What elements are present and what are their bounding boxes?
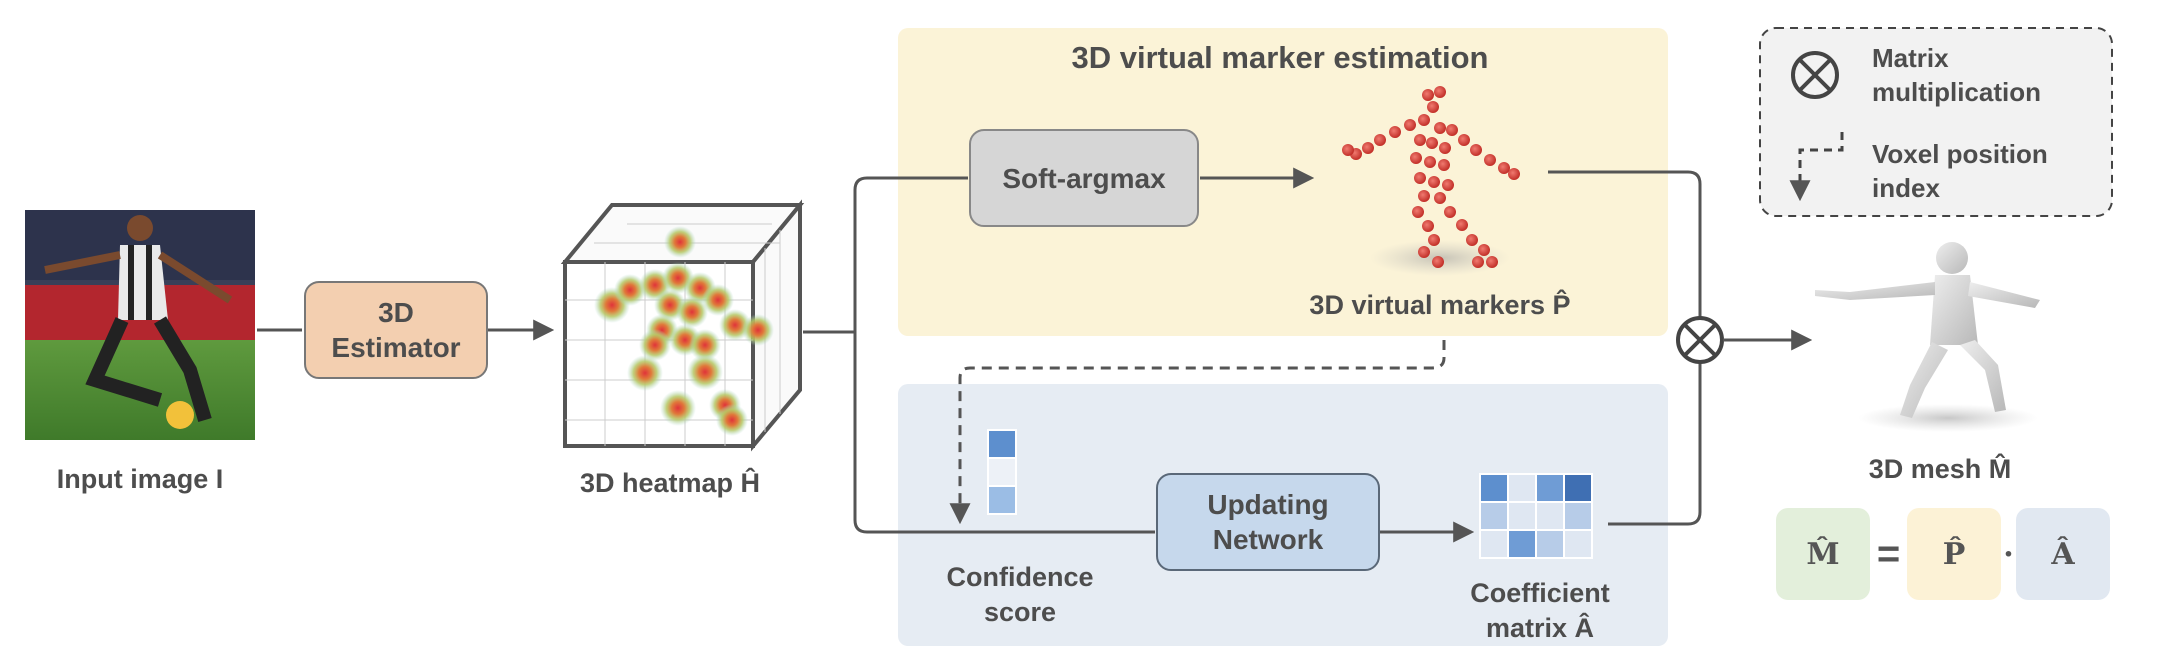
- estimator-box-shape: [304, 281, 488, 379]
- legend-matrix-line2: multiplication: [1872, 76, 2041, 107]
- coefficient-label-line2: matrix Â: [1485, 613, 1595, 644]
- confidence-label-line1: Confidence: [946, 562, 1094, 592]
- eq-a-box: [2016, 508, 2110, 600]
- estimator-box[interactable]: 3D Estimator: [305, 282, 487, 378]
- otimes-legend-icon: [1791, 51, 1839, 99]
- updating-network-box[interactable]: Updating Network: [1157, 474, 1379, 570]
- soft-argmax-box[interactable]: Soft-argmax: [1002, 162, 1166, 194]
- markers-label: 3D virtual markers P̂: [1309, 290, 1571, 320]
- legend-voxel-text: Voxel position index: [1872, 138, 2048, 206]
- coefficient-to-otimes-line: [1608, 360, 1702, 526]
- eq-m-box: [1776, 508, 1870, 600]
- updating-network-line1: Updating: [1207, 489, 1329, 520]
- eq-equals: =: [1876, 531, 1901, 576]
- heatmap-blobs: [594, 226, 774, 436]
- eq-m-symbol: M̂: [1806, 536, 1840, 572]
- updating-network-line2: Network: [1212, 524, 1324, 555]
- branch-top-line: [853, 176, 968, 332]
- coefficient-label: Coefficient matrix Â: [1430, 576, 1650, 646]
- eq-dot: ·: [2003, 536, 2014, 572]
- coefficient-matrix: [1479, 473, 1593, 559]
- marker-section-title: 3D virtual marker estimation: [1071, 40, 1489, 75]
- legend-voxel-line1: Voxel position: [1872, 139, 2048, 169]
- eq-p-box: [1907, 508, 2001, 600]
- legend-matrix-line1: Matrix: [1872, 43, 1949, 73]
- markers-to-otimes-line: [1548, 170, 1702, 318]
- input-image: [25, 210, 255, 440]
- estimator-label-line1: 3D: [378, 297, 414, 328]
- confidence-label-line2: score: [983, 597, 1057, 628]
- soft-argmax-box-shape: [969, 129, 1199, 227]
- eq-p-symbol: P̂: [1942, 536, 1966, 572]
- voxel-index-dashed-line: [949, 340, 1446, 525]
- updating-network-box-shape: [1156, 473, 1380, 571]
- coefficient-label-line1: Coefficient: [1470, 578, 1610, 608]
- heatmap-cube: [560, 199, 805, 452]
- matrix-multiplication-icon: [1676, 316, 1724, 364]
- legend-matrix-mult-text: Matrix multiplication: [1872, 42, 2041, 110]
- mesh-label: 3D mesh M̂: [1868, 454, 2012, 484]
- estimator-label-line2: Estimator: [331, 332, 461, 363]
- mesh-figure: [1815, 242, 2040, 432]
- eq-a-symbol: Â: [2051, 536, 2075, 572]
- legend-box: [1759, 27, 2113, 217]
- legend-voxel-line2: index: [1872, 172, 1940, 203]
- virtual-markers: [1342, 86, 1520, 276]
- confidence-label: Confidence score: [910, 560, 1130, 630]
- heatmap-label: 3D heatmap Ĥ: [579, 468, 761, 498]
- branch-bottom-line: [853, 332, 1155, 534]
- confidence-score-vector: [987, 429, 1017, 515]
- input-image-label: Input image I: [56, 464, 224, 494]
